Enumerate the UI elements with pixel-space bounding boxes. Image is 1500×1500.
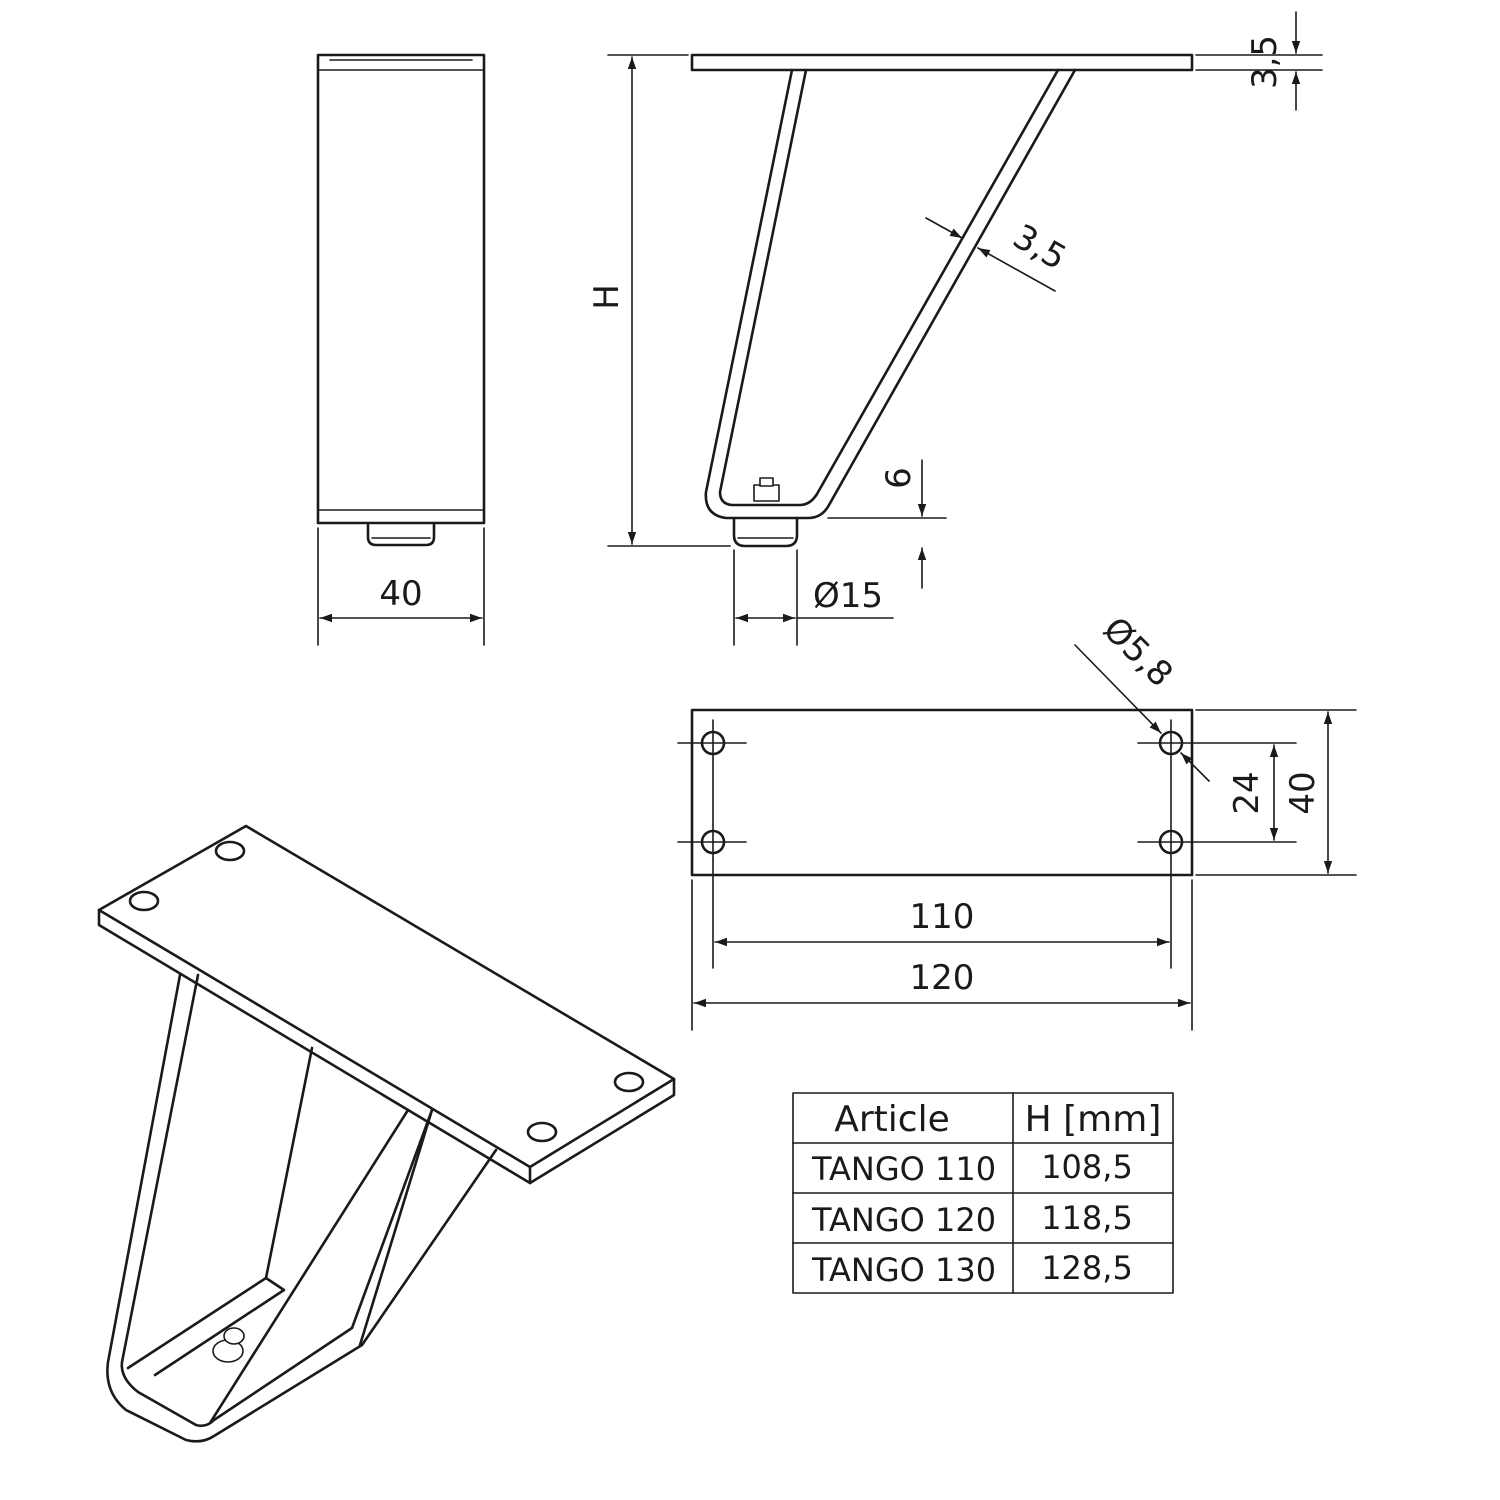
isometric-view (97, 824, 676, 1443)
table-cell-article: TANGO 130 (811, 1251, 996, 1289)
height-label: H (587, 284, 627, 310)
plate-width-label: 40 (1283, 771, 1323, 814)
table-cell-article: TANGO 110 (811, 1150, 996, 1188)
front-width-label: 40 (379, 574, 422, 614)
table-cell-height: 128,5 (1041, 1249, 1133, 1287)
plate-length-label: 120 (910, 958, 975, 998)
top-view-plate: Ø5,8 24 40 110 120 (677, 609, 1357, 1031)
table-cell-article: TANGO 120 (811, 1201, 996, 1239)
article-table: Article H [mm] TANGO 110 108,5 TANGO 120… (792, 1092, 1174, 1294)
hole-spacing-x-label: 110 (910, 897, 975, 937)
foot-diameter-label: Ø15 (813, 576, 883, 616)
table-header-height: H [mm] (1025, 1099, 1162, 1140)
table-header-article: Article (834, 1099, 950, 1140)
foot-offset-label: 6 (879, 467, 919, 489)
plate-thickness-label: 3,5 (1245, 35, 1285, 89)
front-view: 40 (316, 53, 486, 646)
hole-spacing-y-label: 24 (1227, 771, 1267, 814)
table-cell-height: 118,5 (1041, 1199, 1133, 1237)
table-cell-height: 108,5 (1041, 1148, 1133, 1186)
side-view: H 3,5 3,5 6 Ø15 (587, 11, 1323, 646)
hole-diameter-label: Ø5,8 (1095, 609, 1180, 694)
